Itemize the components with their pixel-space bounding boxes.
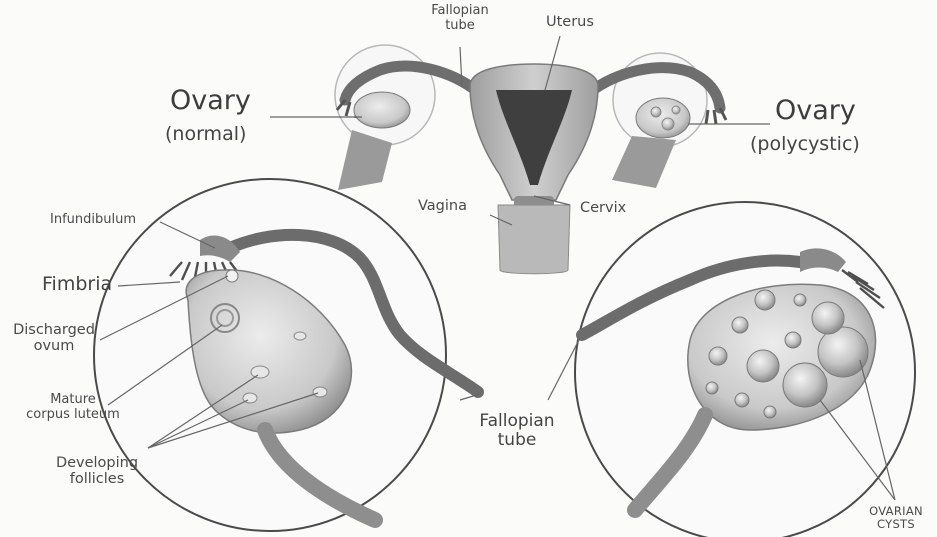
label-fallopian-tube-bottom-line1: Fallopian bbox=[462, 412, 572, 431]
label-infundibulum: Infundibulum bbox=[50, 213, 136, 228]
label-fallopian-tube-top-line2: tube bbox=[420, 19, 500, 34]
label-uterus: Uterus bbox=[546, 14, 594, 30]
right-funnel bbox=[612, 136, 676, 188]
label-fallopian-tube-top: Fallopian tube bbox=[420, 4, 500, 33]
label-fimbria: Fimbria bbox=[42, 274, 112, 295]
label-vagina: Vagina bbox=[418, 198, 467, 214]
label-ovarian-cysts: OVARIAN CYSTS bbox=[860, 505, 932, 531]
label-ovarian-cysts-line1: OVARIAN bbox=[860, 505, 932, 518]
label-discharged-ovum-line1: Discharged bbox=[6, 322, 102, 338]
label-fallopian-tube-bottom-line2: tube bbox=[462, 431, 572, 450]
right-ovary-polycystic bbox=[636, 98, 690, 138]
label-corpus-luteum: Mature corpus luteum bbox=[18, 393, 128, 422]
label-developing-follicles-line2: follicles bbox=[42, 471, 152, 487]
label-ovary-polycystic-title: Ovary bbox=[775, 96, 856, 126]
label-developing-follicles-line1: Developing bbox=[42, 455, 152, 471]
label-ovarian-cysts-line2: CYSTS bbox=[860, 518, 932, 531]
label-developing-follicles: Developing follicles bbox=[42, 455, 152, 487]
label-ovary-normal-sub: (normal) bbox=[165, 124, 246, 145]
label-fallopian-tube-bottom: Fallopian tube bbox=[462, 412, 572, 450]
left-ovary-normal bbox=[354, 92, 410, 128]
label-discharged-ovum-line2: ovum bbox=[6, 338, 102, 354]
label-ovary-normal-title: Ovary bbox=[170, 86, 251, 116]
vagina-shape bbox=[498, 205, 570, 274]
label-cervix: Cervix bbox=[580, 200, 626, 216]
label-ovary-polycystic-sub: (polycystic) bbox=[750, 134, 860, 155]
developing-follicle bbox=[251, 366, 269, 378]
label-fallopian-tube-top-line1: Fallopian bbox=[420, 4, 500, 19]
label-corpus-luteum-line1: Mature bbox=[18, 393, 128, 408]
label-corpus-luteum-line2: corpus luteum bbox=[18, 408, 128, 423]
label-discharged-ovum: Discharged ovum bbox=[6, 322, 102, 354]
